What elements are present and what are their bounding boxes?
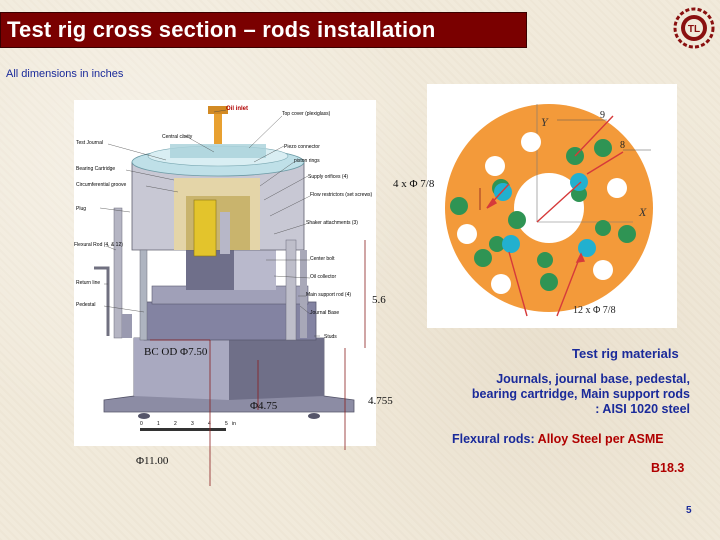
label-four-holes: 4 x Φ 7/8 [393,178,435,190]
callout-bearing-cartridge: Bearing Cartridge [76,166,115,172]
scale-tick-1: 1 [157,421,160,427]
callout-shaker-attachments: Shaker attachments (3) [306,220,358,226]
callout-main-support-rod: Main support rod (4) [306,292,351,298]
callout-circumferential-groove: Circumferential groove [76,182,127,188]
materials-line-2: bearing cartridge, Main support rods [471,387,690,401]
callout-test-journal: Test Journal [76,140,103,146]
callout-pedestal: Pedestal [76,302,95,308]
flexural-rods-value: Alloy Steel per ASME [537,432,664,446]
scale-tick-4: 4 [208,421,211,427]
rod-hole-disc-panel: Y X [427,84,677,328]
scale-tick-5: 5 [225,421,228,427]
white-holes [457,132,627,294]
scale-unit: in [232,421,236,427]
dim-height-lower: 4.755 [368,395,393,407]
callout-journal-base: Journal Base [310,310,339,316]
label-twelve-holes: 12 x Φ 7/8 [573,305,616,316]
callout-piezo-connector: Piezo connector [284,144,320,150]
label-9: 9 [600,110,605,121]
axis-y-label: Y [541,115,549,129]
flexural-rods-label: Flexural rods: [452,432,538,446]
dim-inner-diameter: Φ4.75 [250,400,278,412]
disc-center-bore [514,173,584,243]
lab-logo-icon: TL [673,7,715,49]
dimension-arrows [486,115,624,317]
logo-text: TL [688,24,700,35]
scale-tick-0: 0 [140,421,143,427]
callout-oil-inlet: Oil inlet [226,106,248,112]
callout-return-line: Return line [76,280,100,286]
dim-outer-diameter: Φ11.00 [136,455,169,467]
callout-center-bolt: Center bolt [310,256,335,262]
callout-oil-collector: Oil collector [310,274,336,280]
scale-bar: 0 1 2 3 4 5 in [140,421,236,431]
slide-title: Test rig cross section – rods installati… [7,17,436,42]
materials-line-3: : AISI 1020 steel [595,402,690,416]
materials-line-1: Journals, journal base, pedestal, [496,372,690,386]
materials-title: Test rig materials [572,346,679,361]
callout-plug: Plug [76,206,86,212]
rod-hole-disc-drawing: Y X [445,104,653,317]
callout-studs: Studs [324,334,337,340]
callout-central-cavity: Central cavity [162,134,193,140]
dim-height-upper: 5.6 [372,294,386,306]
dim-bc-od: BC OD Φ7.50 [144,346,208,358]
callout-flexural-rod: Flexural Rod (4, & 12) [74,242,123,248]
flexural-rods-material: Flexural rods: Alloy Steel per ASME [452,432,664,446]
scale-tick-3: 3 [191,421,194,427]
callout-flow-restrictors: Flow restrictors (set screws) [310,192,373,198]
callout-top-cover: Top cover (plexiglass) [282,111,331,117]
scale-tick-2: 2 [174,421,177,427]
axis-x-label: X [638,205,647,219]
units-note: All dimensions in inches [6,68,124,80]
materials-body: Journals, journal base, pedestal, bearin… [400,372,690,417]
label-8: 8 [620,140,625,151]
rig-cross-section-drawing: 0 1 2 3 4 5 in [74,106,373,431]
flexural-rods-standard: B18.3 [651,461,685,475]
slide-title-bar: Test rig cross section – rods installati… [0,12,527,48]
cyan-holes [494,173,596,257]
callout-supply-orifices: Supply orifices (4) [308,174,348,180]
callout-piston-rings: piston rings [294,158,320,164]
page-number: 5 [686,505,692,516]
rig-cross-section-image: 0 1 2 3 4 5 in [74,100,376,446]
